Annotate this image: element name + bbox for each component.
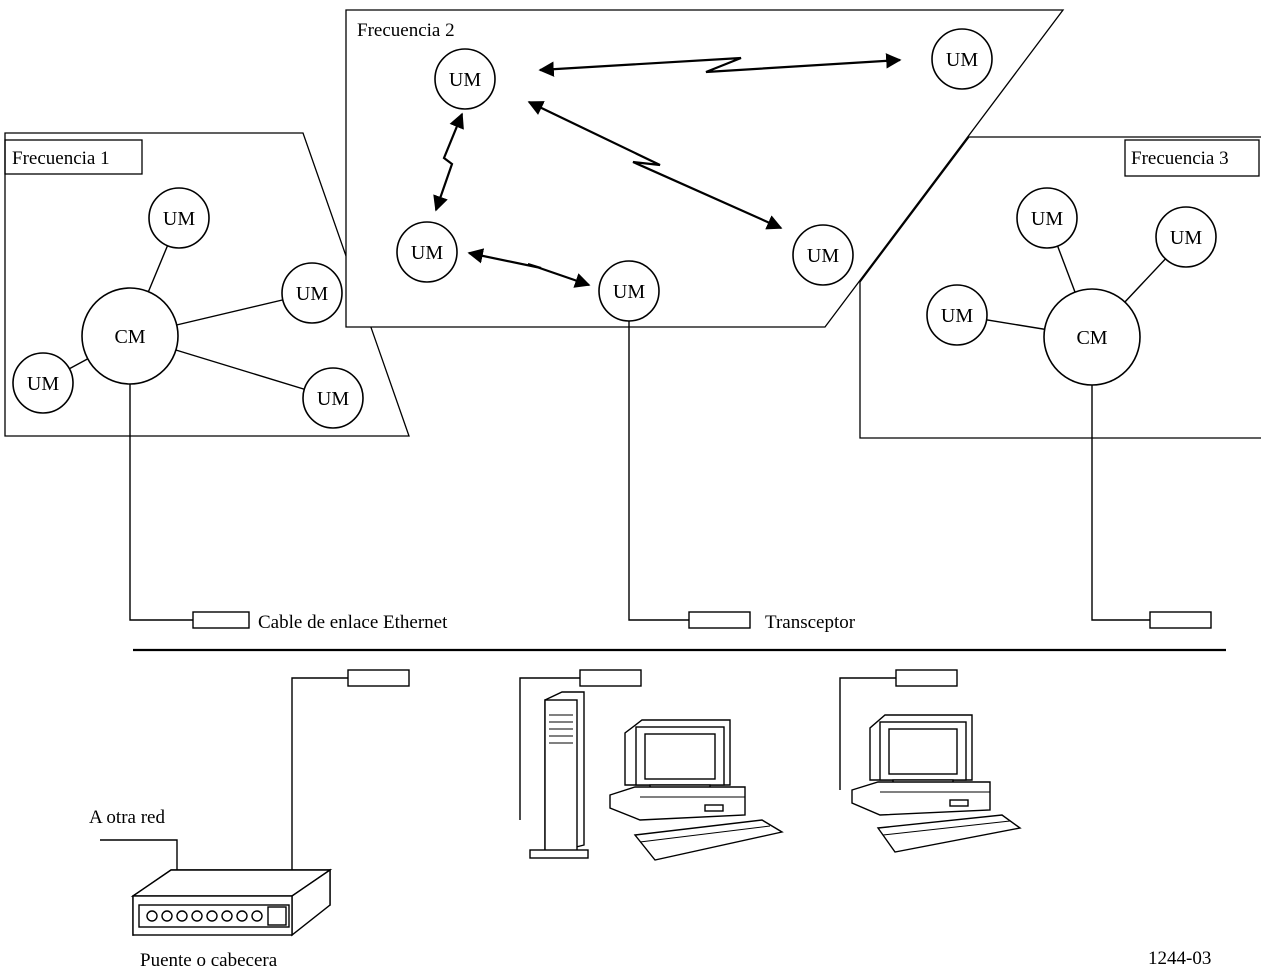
wireless-link (527, 101, 783, 230)
zone-1-label-box (4, 139, 143, 175)
transceiver-box (579, 669, 642, 687)
bottom-devices: A otra red Puente o cabecera (89, 669, 1022, 971)
node-label: UM (317, 388, 349, 410)
node-label: UM (27, 373, 59, 395)
zone-frecuencia-1: Frecuencia 1 CM UM UM UM UM (4, 132, 410, 437)
monitor-icon (624, 719, 731, 795)
um-node: UM (12, 352, 74, 414)
zone-frecuencia-3: Frecuencia 3 CM UM UM UM (859, 136, 1261, 439)
zone-1-outline (4, 132, 410, 437)
transceiver-box (1149, 611, 1212, 629)
zone-1-label: Frecuencia 1 (12, 148, 110, 169)
port-leds-icon (146, 910, 263, 922)
cm-node-1: CM (81, 287, 179, 385)
um-node: UM (396, 221, 458, 283)
um-node: UM (931, 28, 993, 90)
um-node: UM (1016, 187, 1078, 249)
desktop-base-icon (609, 786, 746, 821)
cm-node-3: CM (1043, 288, 1141, 386)
transceiver-box (192, 611, 250, 629)
um-node: UM (1155, 206, 1217, 268)
um-node: UM (926, 284, 988, 346)
workstation-desktop (839, 669, 1022, 853)
desktop-base-icon (851, 781, 991, 816)
um-node: UM (148, 187, 210, 249)
node-label: UM (449, 69, 481, 91)
bridge-label: Puente o cabecera (140, 950, 278, 971)
node-label: CM (1076, 327, 1107, 349)
node-label: UM (941, 305, 973, 327)
zone-2-label: Frecuencia 2 (357, 20, 455, 41)
node-label: UM (1170, 227, 1202, 249)
zone-3-label-box (1124, 139, 1260, 177)
transceiver-box (895, 669, 958, 687)
workstation-tower (519, 669, 784, 861)
um-node: UM (302, 367, 364, 429)
drop-cables: Cable de enlace Ethernet Transceptor (129, 321, 1212, 633)
wireless-link (538, 53, 902, 77)
um-node: UM (281, 262, 343, 324)
node-label: UM (296, 283, 328, 305)
tower-pc-icon (529, 691, 589, 859)
zone-3-outline (859, 136, 1261, 439)
um-node: UM (434, 48, 496, 110)
ethernet-drop-cable-label: Cable de enlace Ethernet (258, 612, 448, 633)
transceiver-label: Transceptor (765, 612, 856, 633)
other-network-label: A otra red (89, 807, 165, 828)
wireless-link (467, 248, 591, 288)
transceiver-box (688, 611, 751, 629)
monitor-icon (869, 714, 973, 789)
keyboard-icon (876, 814, 1022, 853)
wireless-link (433, 112, 464, 212)
zone-frecuencia-2: Frecuencia 2 UM UM UM UM UM (345, 9, 1065, 328)
node-label: UM (807, 245, 839, 267)
node-label: UM (1031, 208, 1063, 230)
um-node: UM (792, 224, 854, 286)
figure-reference: 1244-03 (1148, 948, 1211, 969)
node-label: UM (613, 281, 645, 303)
node-label: UM (411, 242, 443, 264)
um-node: UM (598, 260, 660, 322)
bridge-device: A otra red Puente o cabecera (89, 669, 410, 971)
zone-3-label: Frecuencia 3 (1131, 148, 1229, 169)
node-label: UM (163, 208, 195, 230)
transceiver-box (347, 669, 410, 687)
node-label: UM (946, 49, 978, 71)
node-label: CM (114, 326, 145, 348)
keyboard-icon (633, 819, 784, 861)
